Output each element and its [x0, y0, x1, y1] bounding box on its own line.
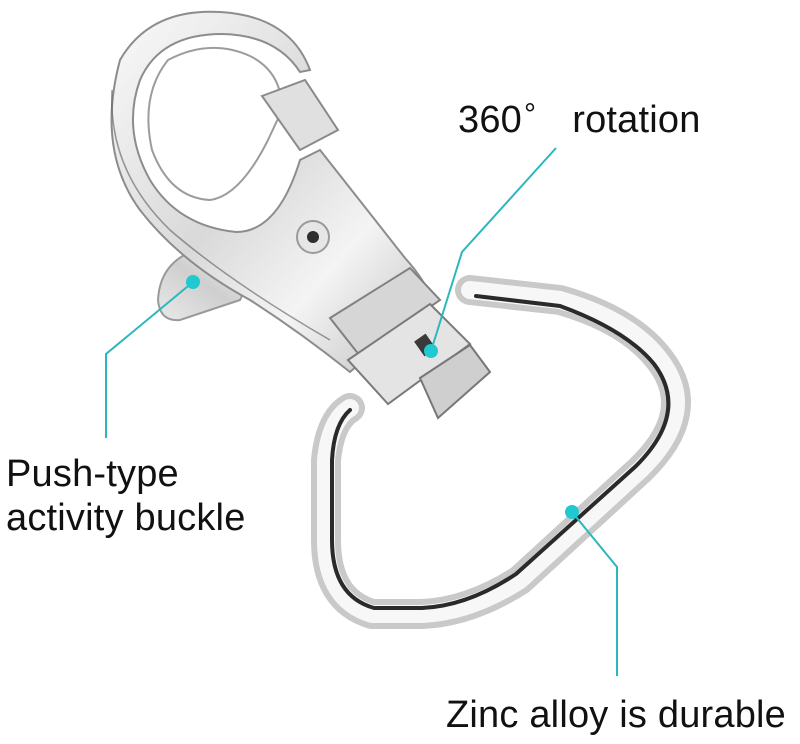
callout-zinc	[565, 505, 618, 676]
buckle-line-1: Push-type	[6, 453, 179, 495]
swivel-joint	[328, 266, 492, 420]
callout-buckle	[105, 275, 200, 438]
rotation-word: rotation	[572, 99, 701, 141]
hook-body	[110, 10, 434, 374]
degree-symbol: °	[524, 98, 537, 131]
callout-dot-icon	[186, 275, 200, 289]
callout-dot-icon	[565, 505, 579, 519]
callout-dot-icon	[424, 344, 438, 358]
label-rotation: 360° rotation	[458, 98, 701, 145]
buckle-line-2: activity buckle	[6, 497, 246, 539]
label-zinc-alloy: Zinc alloy is durable	[446, 694, 787, 736]
callout-rotation	[424, 147, 557, 358]
d-ring	[311, 275, 691, 629]
rotation-degrees: 360	[458, 99, 523, 141]
label-push-type-buckle: Push-type activity buckle	[6, 452, 246, 540]
